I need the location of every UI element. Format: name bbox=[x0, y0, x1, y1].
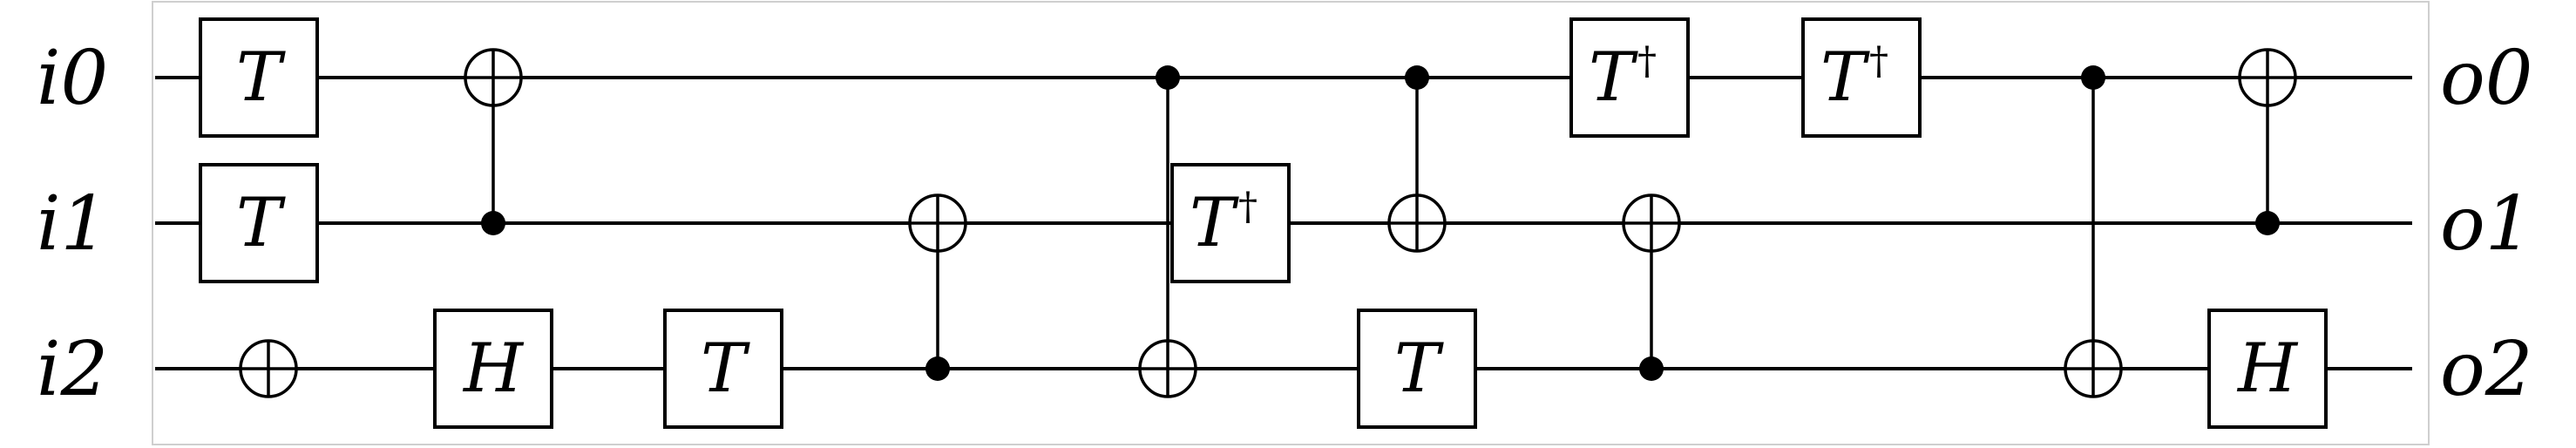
gate-box bbox=[199, 163, 319, 283]
output-label-2: o2 bbox=[2440, 326, 2533, 413]
gate-label: H bbox=[2236, 329, 2299, 408]
gate-box bbox=[663, 309, 783, 429]
t-dagger-gate-13: T† bbox=[1801, 17, 1922, 138]
gate-label: T bbox=[236, 184, 286, 262]
gate-box bbox=[433, 309, 553, 429]
dagger-mark: † bbox=[1637, 39, 1657, 84]
t-gate-0: T bbox=[199, 17, 319, 138]
gate-box bbox=[1357, 309, 1477, 429]
not-gate-3 bbox=[239, 339, 298, 398]
gate-label: T† bbox=[1190, 184, 1257, 262]
h-gate-16: H bbox=[2207, 309, 2328, 429]
gate-label: T† bbox=[1589, 38, 1657, 117]
t-gate-5: T bbox=[663, 309, 783, 429]
input-label-1: i1 bbox=[37, 180, 108, 268]
dagger-mark: † bbox=[1238, 185, 1257, 229]
gate-label: T bbox=[1394, 329, 1444, 408]
wire-labels: i0 i1 i2 o0 o1 o2 bbox=[37, 35, 2533, 413]
control-dot-6 bbox=[925, 356, 950, 381]
gate-box bbox=[2207, 309, 2328, 429]
gate-label: T bbox=[701, 329, 750, 408]
gate-label: T bbox=[236, 38, 286, 117]
target-oplus-12 bbox=[1622, 193, 1681, 253]
dagger-mark: † bbox=[1869, 39, 1888, 84]
t-gate-10: T bbox=[1357, 309, 1477, 429]
t-dagger-gate-11: T† bbox=[1569, 17, 1690, 138]
t-dagger-gate-8: T† bbox=[1170, 163, 1291, 283]
h-gate-4: H bbox=[433, 309, 553, 429]
control-dot-12 bbox=[1639, 356, 1664, 381]
output-label-0: o0 bbox=[2440, 35, 2533, 122]
gate-box bbox=[199, 17, 319, 138]
target-oplus-9 bbox=[1387, 193, 1447, 253]
gate-box bbox=[1801, 17, 1922, 138]
input-label-0: i0 bbox=[37, 35, 108, 122]
target-oplus-15 bbox=[2238, 48, 2297, 107]
t-gate-1: T bbox=[199, 163, 319, 283]
target-oplus-2 bbox=[464, 48, 523, 107]
control-dot-9 bbox=[1405, 65, 1429, 90]
target-oplus-14 bbox=[2064, 339, 2123, 398]
output-label-1: o1 bbox=[2440, 180, 2533, 268]
target-oplus-6 bbox=[908, 193, 967, 253]
gate-label: T† bbox=[1820, 38, 1888, 117]
target-oplus-7 bbox=[1138, 339, 1197, 398]
gate-box bbox=[1569, 17, 1690, 138]
control-dot-15 bbox=[2255, 211, 2280, 235]
gate-label: H bbox=[462, 329, 525, 408]
control-dot-2 bbox=[481, 211, 505, 235]
control-dot-7 bbox=[1156, 65, 1180, 90]
input-label-2: i2 bbox=[37, 326, 108, 413]
control-dot-14 bbox=[2081, 65, 2105, 90]
gate-box bbox=[1170, 163, 1291, 283]
figure-frame bbox=[152, 1, 2430, 445]
